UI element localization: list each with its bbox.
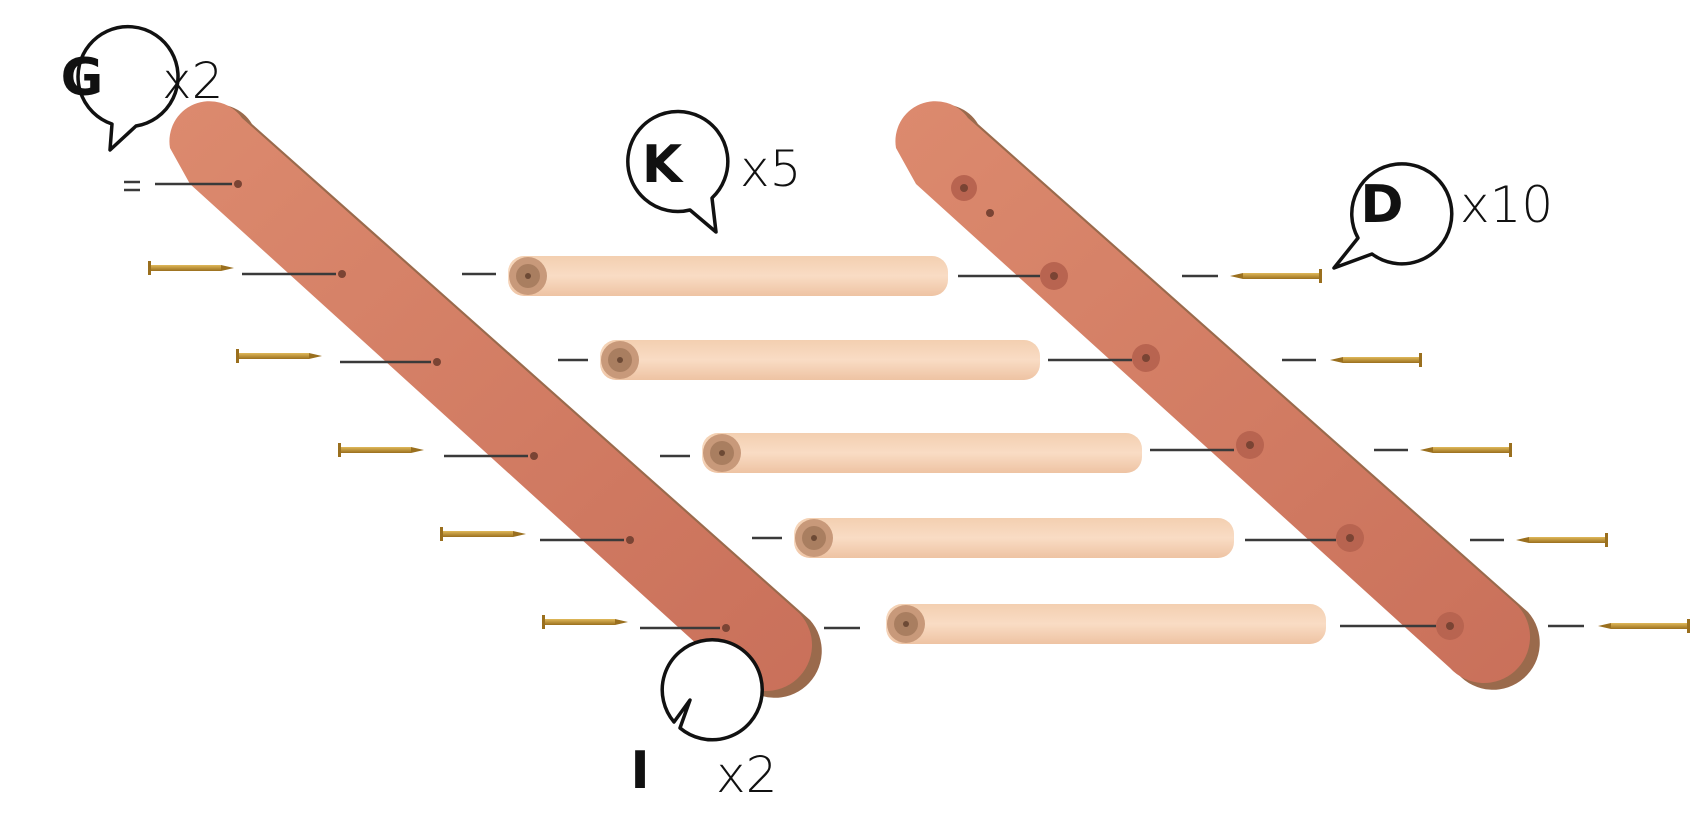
speech-bubble-icon bbox=[626, 109, 730, 234]
screw-icon bbox=[1330, 353, 1422, 367]
speech-bubble-icon bbox=[660, 638, 764, 742]
left-rail bbox=[169, 101, 822, 698]
screw-icon bbox=[1598, 619, 1690, 633]
rung-1 bbox=[508, 256, 948, 296]
callout-k: K x5 bbox=[626, 109, 801, 234]
leader-lines bbox=[124, 180, 1584, 630]
screw-icon bbox=[1516, 533, 1608, 547]
screw-icon bbox=[236, 349, 322, 363]
callout-d-qty: x10 bbox=[1460, 176, 1553, 234]
screw-icon bbox=[338, 443, 424, 457]
callout-d: D x10 bbox=[1332, 162, 1553, 270]
rung-2 bbox=[600, 340, 1040, 380]
callout-g-qty: x2 bbox=[162, 52, 223, 110]
rung-3 bbox=[702, 433, 1142, 473]
speech-bubble-icon bbox=[1332, 162, 1454, 270]
screw-icon bbox=[148, 261, 234, 275]
callout-k-letter: K bbox=[642, 135, 684, 195]
screws-right bbox=[1230, 269, 1690, 633]
screw-icon bbox=[1230, 269, 1322, 283]
callout-d-letter: D bbox=[1360, 175, 1403, 235]
rung-4 bbox=[794, 518, 1234, 558]
callout-k-qty: x5 bbox=[740, 140, 801, 198]
rung-5 bbox=[886, 604, 1326, 644]
right-rail bbox=[895, 101, 1540, 690]
screw-icon bbox=[440, 527, 526, 541]
callout-g: G x2 bbox=[61, 24, 223, 152]
screw-icon bbox=[542, 615, 628, 629]
callout-i-letter: I bbox=[630, 741, 649, 801]
callout-g-letter: G bbox=[61, 48, 104, 108]
callout-i: I x2 bbox=[630, 638, 777, 804]
speech-bubble-icon bbox=[76, 24, 180, 152]
callout-i-qty: x2 bbox=[716, 746, 777, 804]
screw-icon bbox=[1420, 443, 1512, 457]
screws-left bbox=[148, 261, 628, 629]
